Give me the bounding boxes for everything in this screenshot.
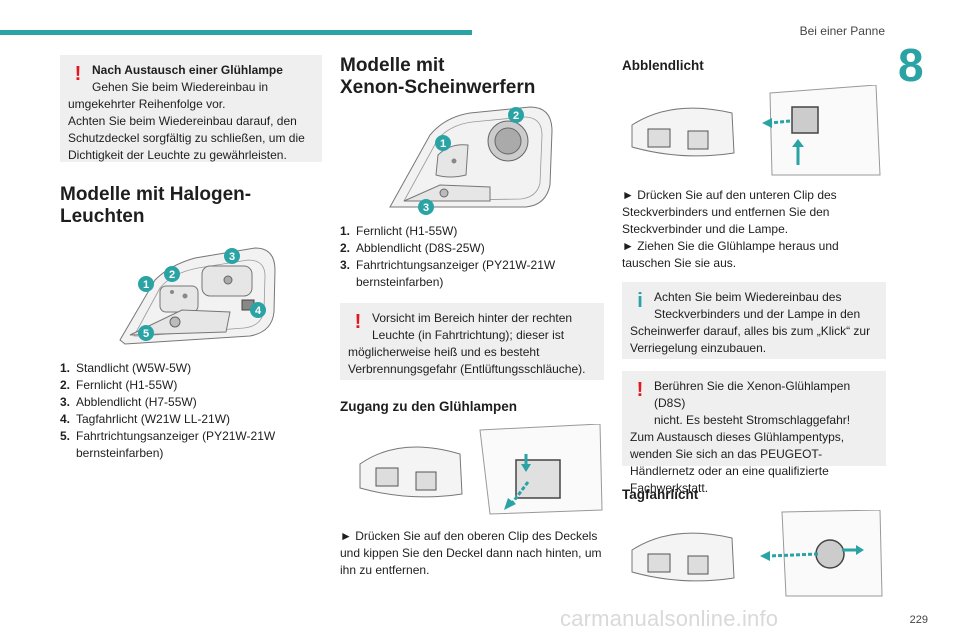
subsection-title-drl: Tagfahrlicht [622, 487, 699, 502]
svg-text:1: 1 [143, 279, 149, 291]
svg-text:3: 3 [423, 202, 429, 214]
chapter-number: 8 [898, 39, 924, 91]
warning-line: Vorsicht im Bereich hinter der rechten [372, 311, 573, 325]
drl-diagram [631, 510, 883, 597]
header-title: Bei einer Panne [799, 24, 885, 38]
warning-line: Zum Austausch dieses Glühlampentyps, wen… [630, 430, 845, 495]
svg-text:4: 4 [255, 305, 262, 317]
callout-2: 2 [508, 107, 524, 123]
info-line: Achten Sie beim Wiedereinbau des [654, 290, 842, 304]
xenon-lamp-diagram: 1 2 3 [389, 106, 553, 215]
warning-line: Achten Sie beim Wiedereinbau darauf, den… [68, 114, 305, 162]
instruction-bulb: ► Ziehen Sie die Glühlampe heraus und ta… [622, 239, 839, 270]
info-box-click: i Achten Sie beim Wiedereinbau des Steck… [622, 282, 886, 359]
svg-text:3: 3 [229, 251, 235, 263]
warning-box-xenon: ! Berühren Sie die Xenon-Glühlampen (D8S… [622, 371, 886, 495]
section-title-xenon-line1: Modelle mit [340, 55, 445, 76]
halogen-lamp-diagram: 1 2 3 4 5 [119, 247, 276, 345]
warning-line: umgekehrter Reihenfolge vor. [68, 97, 226, 111]
warning-line: Leuchte (in Fahrtrichtung); dieser ist [372, 328, 565, 342]
instruction-cover: ► Drücken Sie auf den oberen Clip des De… [340, 529, 602, 577]
callout-2: 2 [164, 266, 180, 282]
svg-text:5: 5 [143, 328, 149, 340]
subsection-title-access: Zugang zu den Glühlampen [340, 399, 517, 414]
low-beam-diagram [631, 85, 881, 176]
header-accent-bar [0, 30, 472, 35]
subsection-title-low-beam: Abblendlicht [622, 58, 704, 73]
xenon-legend: 1.Fernlicht (H1-55W) 2.Abblendlicht (D8S… [340, 223, 604, 291]
legend-item: 4.Tagfahrlicht (W21W LL-21W) [60, 412, 231, 426]
page-number: 229 [909, 614, 928, 626]
instruction-connector: ► Drücken Sie auf den unteren Clip des S… [622, 188, 837, 236]
warning-line: Berühren Sie die Xenon-Glühlampen (D8S) [654, 379, 851, 410]
warning-heading: Nach Austausch einer Glühlampe [92, 63, 283, 77]
exclamation-icon: ! [74, 63, 82, 85]
warning-box-hot-area: ! Vorsicht im Bereich hinter der rechten… [340, 303, 604, 380]
warning-line: möglicherweise heiß und es besteht Verbr… [348, 345, 586, 376]
legend-item: 2.Abblendlicht (D8S-25W) [340, 241, 485, 255]
section-title-halogen: Modelle mit Halogen-Leuchten [60, 184, 252, 227]
cover-removal-diagram [359, 424, 603, 515]
callout-4: 4 [250, 302, 266, 318]
legend-item: 2.Fernlicht (H1-55W) [60, 378, 178, 392]
callout-1: 1 [435, 135, 451, 151]
column-3: Abblendlicht ► Drücken Sie auf den unter… [622, 55, 886, 600]
legend-item: 1.Standlicht (W5W-5W) [60, 361, 192, 375]
callout-1: 1 [138, 276, 154, 292]
section-title-xenon-line2: Xenon-Scheinwerfern [340, 77, 536, 98]
legend-item: 1.Fernlicht (H1-55W) [340, 224, 458, 238]
watermark: carmanualsonline.info [560, 606, 779, 631]
warning-box-bulb-replacement: ! Nach Austausch einer Glühlampe Gehen S… [60, 55, 322, 162]
info-line: Scheinwerfer darauf, alles bis zum „Klic… [630, 324, 871, 355]
warning-line: Gehen Sie beim Wiedereinbau in [92, 80, 269, 94]
halogen-legend: 1.Standlicht (W5W-5W) 2.Fernlicht (H1-55… [60, 360, 322, 462]
svg-text:2: 2 [169, 269, 175, 281]
callout-3: 3 [418, 199, 434, 215]
svg-text:2: 2 [513, 110, 519, 122]
exclamation-icon: ! [354, 311, 362, 333]
info-line: Steckverbinders und der Lampe in den [654, 307, 861, 321]
info-icon: i [637, 290, 643, 312]
column-1: ! Nach Austausch einer Glühlampe Gehen S… [60, 55, 322, 462]
callout-5: 5 [138, 325, 154, 341]
warning-line: nicht. Es besteht Stromschlaggefahr! [654, 413, 851, 427]
svg-text:1: 1 [440, 138, 446, 150]
column-2: Modelle mit Xenon-Scheinwerfern 1 2 3 1.… [340, 55, 604, 579]
exclamation-icon: ! [636, 379, 644, 401]
callout-3: 3 [224, 248, 240, 264]
legend-item: 3.Fahrtrichtungsanzeiger (PY21W-21W bern… [340, 258, 556, 289]
legend-item: 5.Fahrtrichtungsanzeiger (PY21W-21W bern… [60, 429, 276, 460]
legend-item: 3.Abblendlicht (H7-55W) [60, 395, 197, 409]
